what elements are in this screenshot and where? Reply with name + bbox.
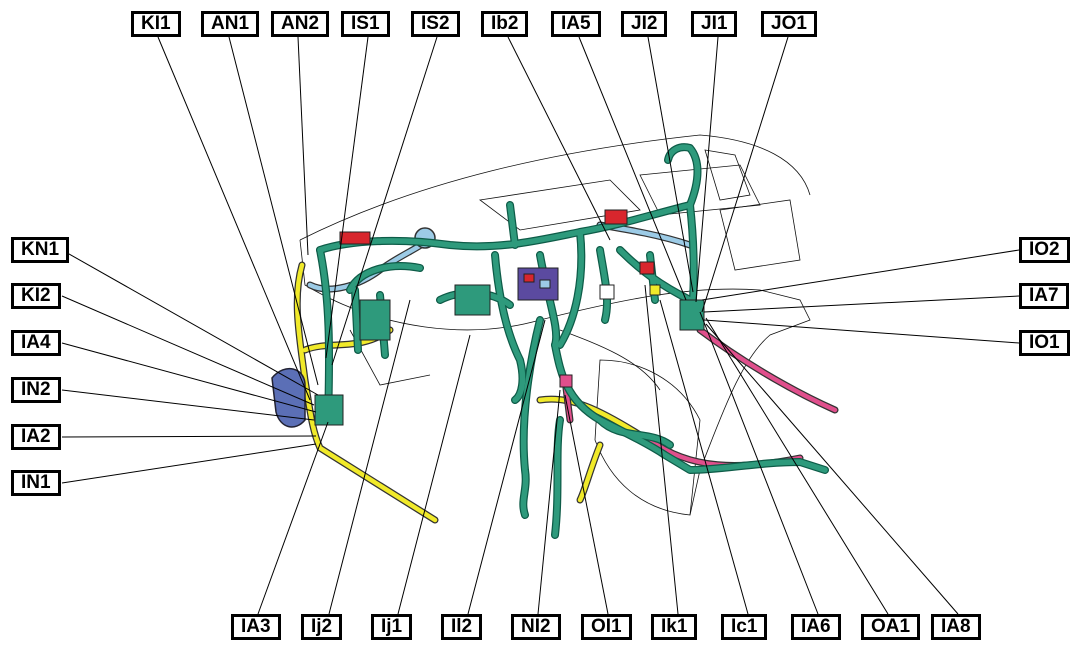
leader-line-bottom-4 [537, 389, 561, 615]
connector-label-top-6: IA5 [551, 11, 601, 37]
leader-line-top-7 [647, 36, 694, 293]
connector-label-bottom-7: Ic1 [721, 614, 768, 640]
leader-line-top-2 [297, 36, 309, 256]
connector-label-left-5: IN1 [11, 470, 61, 496]
leader-line-top-8 [695, 36, 719, 303]
connector-label-bottom-4: NI2 [511, 614, 561, 640]
leader-line-top-0 [157, 36, 311, 401]
leader-line-bottom-10 [705, 323, 959, 615]
connector-label-bottom-2: Ij1 [371, 614, 413, 640]
connector-label-right-1: IA7 [1019, 283, 1069, 309]
connector-label-right-0: IO2 [1019, 237, 1070, 263]
connector-label-bottom-3: Il2 [441, 614, 483, 640]
leader-line-bottom-2 [397, 334, 471, 615]
leader-line-bottom-6 [644, 284, 679, 615]
leader-line-bottom-1 [328, 299, 411, 615]
leader-line-left-0 [61, 249, 319, 396]
connector-label-left-4: IA2 [11, 424, 61, 450]
leader-line-bottom-9 [705, 317, 889, 615]
leader-line-top-3 [325, 36, 369, 359]
leader-line-left-2 [61, 342, 317, 413]
leader-line-top-6 [578, 36, 687, 301]
connector-label-top-2: AN2 [271, 11, 330, 37]
connector-label-left-2: IA4 [11, 330, 61, 356]
leader-line-right-2 [703, 319, 1020, 344]
connector-label-top-3: IS1 [341, 11, 390, 37]
leader-line-left-4 [61, 435, 317, 438]
connector-label-right-2: IO1 [1019, 330, 1070, 356]
leader-line-bottom-5 [564, 394, 609, 615]
connector-label-top-7: JI2 [621, 11, 668, 37]
leader-line-left-1 [61, 295, 315, 406]
leader-line-bottom-7 [659, 299, 749, 615]
leader-line-top-4 [331, 36, 438, 366]
connector-label-bottom-5: OI1 [581, 614, 632, 640]
connector-label-bottom-8: IA6 [791, 614, 841, 640]
connector-label-top-5: Ib2 [481, 11, 529, 37]
connector-label-left-3: IN2 [11, 377, 61, 403]
connectors [314, 209, 705, 426]
leader-line-bottom-3 [467, 319, 546, 615]
leader-line-left-5 [61, 443, 317, 484]
leader-line-top-9 [701, 36, 789, 313]
connector-label-top-4: IS2 [411, 11, 460, 37]
leader-line-top-5 [507, 36, 611, 241]
connector-label-bottom-1: Ij2 [301, 614, 343, 640]
leader-line-right-1 [703, 295, 1020, 313]
leader-line-left-3 [61, 389, 315, 421]
connector-label-bottom-9: OA1 [861, 614, 921, 640]
connector-label-bottom-10: IA8 [931, 614, 981, 640]
connector-label-left-1: KI2 [11, 283, 61, 309]
connector-label-top-8: JI1 [691, 11, 738, 37]
leader-line-bottom-0 [257, 421, 329, 615]
leader-line-right-0 [701, 249, 1020, 301]
leader-line-bottom-8 [699, 311, 819, 615]
connector-label-top-9: JO1 [761, 11, 817, 37]
connector-label-bottom-6: Ik1 [651, 614, 698, 640]
connector-label-top-0: KI1 [131, 11, 181, 37]
connector-label-bottom-0: IA3 [231, 614, 281, 640]
leader-line-top-1 [228, 36, 319, 386]
connector-label-top-1: AN1 [201, 11, 260, 37]
connector-label-left-0: KN1 [11, 237, 70, 263]
